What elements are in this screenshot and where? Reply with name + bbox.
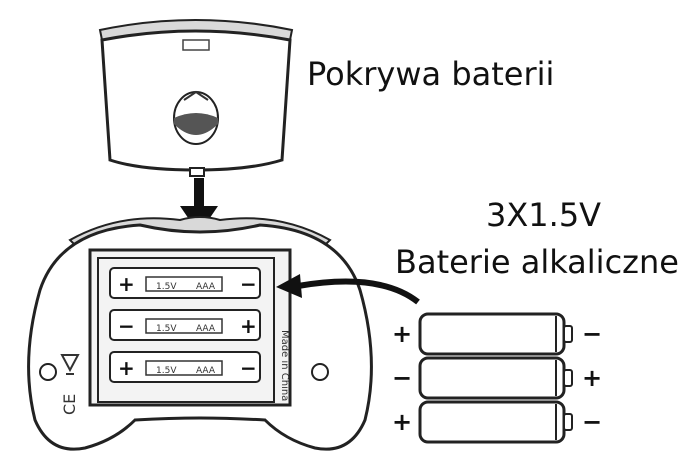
battery-left-sign: − (392, 364, 412, 392)
battery-cover-label: Pokrywa baterii (307, 55, 555, 93)
battery-left-sign: + (392, 408, 412, 436)
compartment-side-text: Made in China (279, 330, 290, 401)
ce-mark: CE (60, 394, 79, 415)
compartment-slot: − 1.5V AAA + (109, 309, 261, 341)
slot-right-sign: − (240, 356, 257, 380)
slot-left-sign: − (118, 314, 135, 338)
compartment-slot: + 1.5V AAA − (109, 267, 261, 299)
compartment-slot: + 1.5V AAA − (109, 351, 261, 383)
battery-cell: − + (392, 356, 602, 400)
slot-right-sign: − (240, 272, 257, 296)
cover-tab-mark (182, 39, 210, 51)
battery-type-label: Baterie alkaliczne (395, 243, 679, 281)
slot-left-sign: + (118, 272, 135, 296)
safety-symbol-icon (60, 354, 80, 375)
battery-right-sign: − (582, 320, 602, 348)
battery-cell: + − (392, 312, 602, 356)
loose-batteries: + − − + + − (392, 312, 602, 444)
battery-right-sign: + (582, 364, 602, 392)
slot-left-sign: + (118, 356, 135, 380)
slot-right-sign: + (240, 314, 257, 338)
slot-size-mark: AAA (196, 366, 216, 376)
slot-volt-mark: 1.5V (156, 366, 177, 376)
slot-size-mark: AAA (196, 282, 216, 292)
cover-latch (173, 90, 219, 145)
battery-right-sign: − (582, 408, 602, 436)
slot-size-mark: AAA (196, 324, 216, 334)
battery-compartment: Made in China + 1.5V AAA − − 1.5V AAA + … (88, 248, 292, 407)
slot-volt-mark: 1.5V (156, 324, 177, 334)
battery-cell: + − (392, 400, 602, 444)
voltage-label: 3X1.5V (486, 196, 602, 234)
curved-arrow-icon (276, 274, 420, 305)
battery-cover (98, 19, 294, 177)
battery-left-sign: + (392, 320, 412, 348)
slot-volt-mark: 1.5V (156, 282, 177, 292)
